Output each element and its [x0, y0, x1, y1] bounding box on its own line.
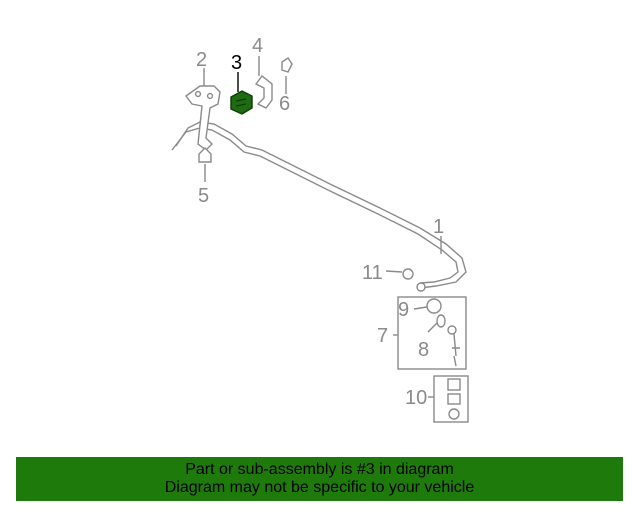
callout-7: 7 — [377, 325, 388, 347]
callout-5: 5 — [198, 185, 209, 207]
parts-diagram: 2 3 4 6 5 1 11 9 7 8 10 — [171, 35, 469, 423]
banner-line-1: Part or sub-assembly is #3 in diagram — [185, 461, 454, 478]
leader-lines — [203, 56, 442, 398]
callout-6: 6 — [279, 93, 290, 115]
link-kit — [397, 296, 467, 370]
banner-line-2: Diagram may not be specific to your vehi… — [164, 479, 475, 496]
callout-10: 10 — [405, 387, 427, 409]
callout-1: 1 — [433, 216, 444, 238]
clamp — [254, 75, 273, 109]
nut — [198, 147, 212, 163]
bracket — [185, 85, 221, 151]
bushing-11 — [402, 268, 414, 280]
callout-2: 2 — [196, 49, 207, 71]
callout-11: 11 — [362, 262, 383, 284]
bushing-kit — [433, 375, 469, 423]
bushing-part-3 — [230, 90, 253, 115]
info-banner: Part or sub-assembly is #3 in diagram Di… — [16, 457, 623, 501]
stabilizer-bar — [171, 121, 467, 292]
callout-8: 8 — [418, 339, 429, 361]
callout-9: 9 — [398, 299, 409, 321]
callout-4: 4 — [252, 35, 263, 57]
bolt — [281, 57, 293, 73]
callout-3: 3 — [231, 52, 242, 74]
